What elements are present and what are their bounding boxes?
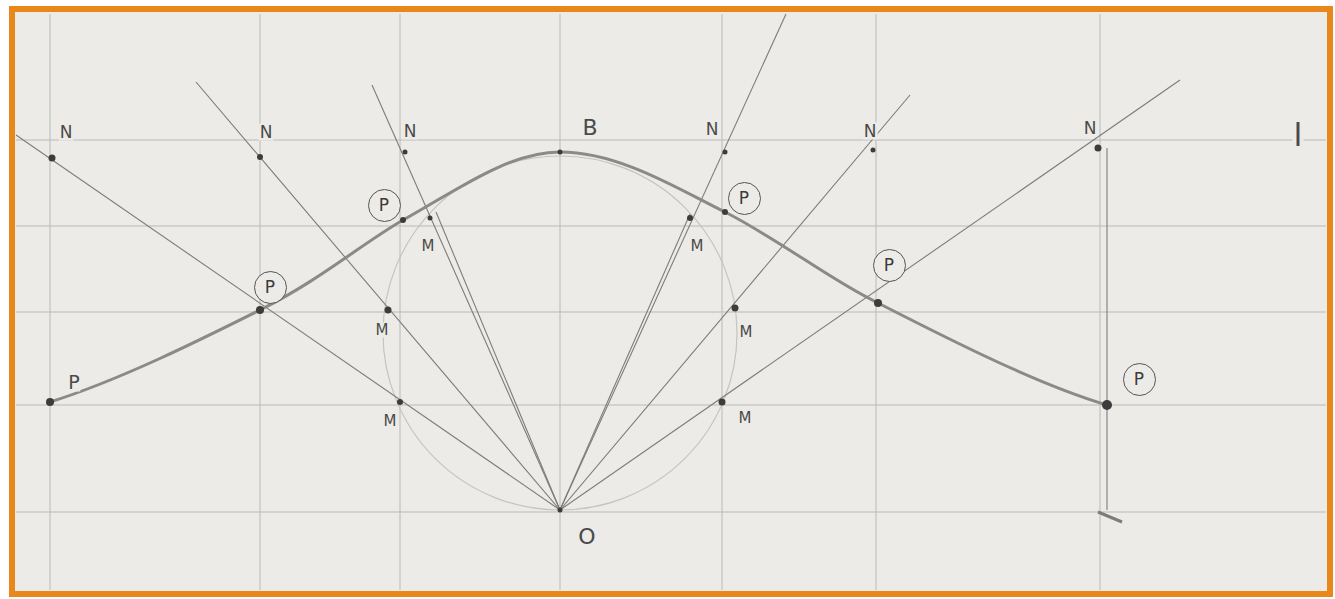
construction-circle — [383, 156, 737, 510]
point-label: M — [738, 411, 753, 426]
point-label: N — [259, 124, 274, 141]
circled-point-label: P — [368, 189, 401, 222]
grid-lines — [16, 14, 1326, 590]
sine-curve — [50, 152, 1107, 405]
point-label: P — [1134, 371, 1144, 388]
point-label: M — [383, 414, 398, 429]
point-label: M — [421, 239, 436, 254]
point-label: P — [67, 373, 80, 392]
point-label: P — [739, 190, 749, 207]
point-label: l — [1293, 119, 1304, 151]
point-label: B — [581, 117, 598, 139]
point-label: M — [375, 323, 390, 338]
point-label: N — [863, 123, 878, 140]
point-label: N — [1083, 120, 1098, 137]
point-label: N — [705, 121, 720, 138]
point-label: P — [265, 279, 275, 296]
point-label: M — [739, 325, 754, 340]
circled-point-label: P — [254, 271, 287, 304]
circled-point-label: P — [1123, 363, 1156, 396]
point-label: P — [884, 257, 894, 274]
point-label: N — [59, 124, 74, 141]
point-label: O — [577, 526, 596, 548]
circled-point-label: P — [728, 182, 761, 215]
circled-point-label: P — [873, 249, 906, 282]
ray-lines — [16, 14, 1180, 522]
paper-frame — [12, 9, 1330, 594]
point-label: P — [379, 197, 389, 214]
point-label: M — [690, 239, 705, 254]
point-label: N — [403, 123, 418, 140]
construction-points — [46, 145, 1112, 513]
